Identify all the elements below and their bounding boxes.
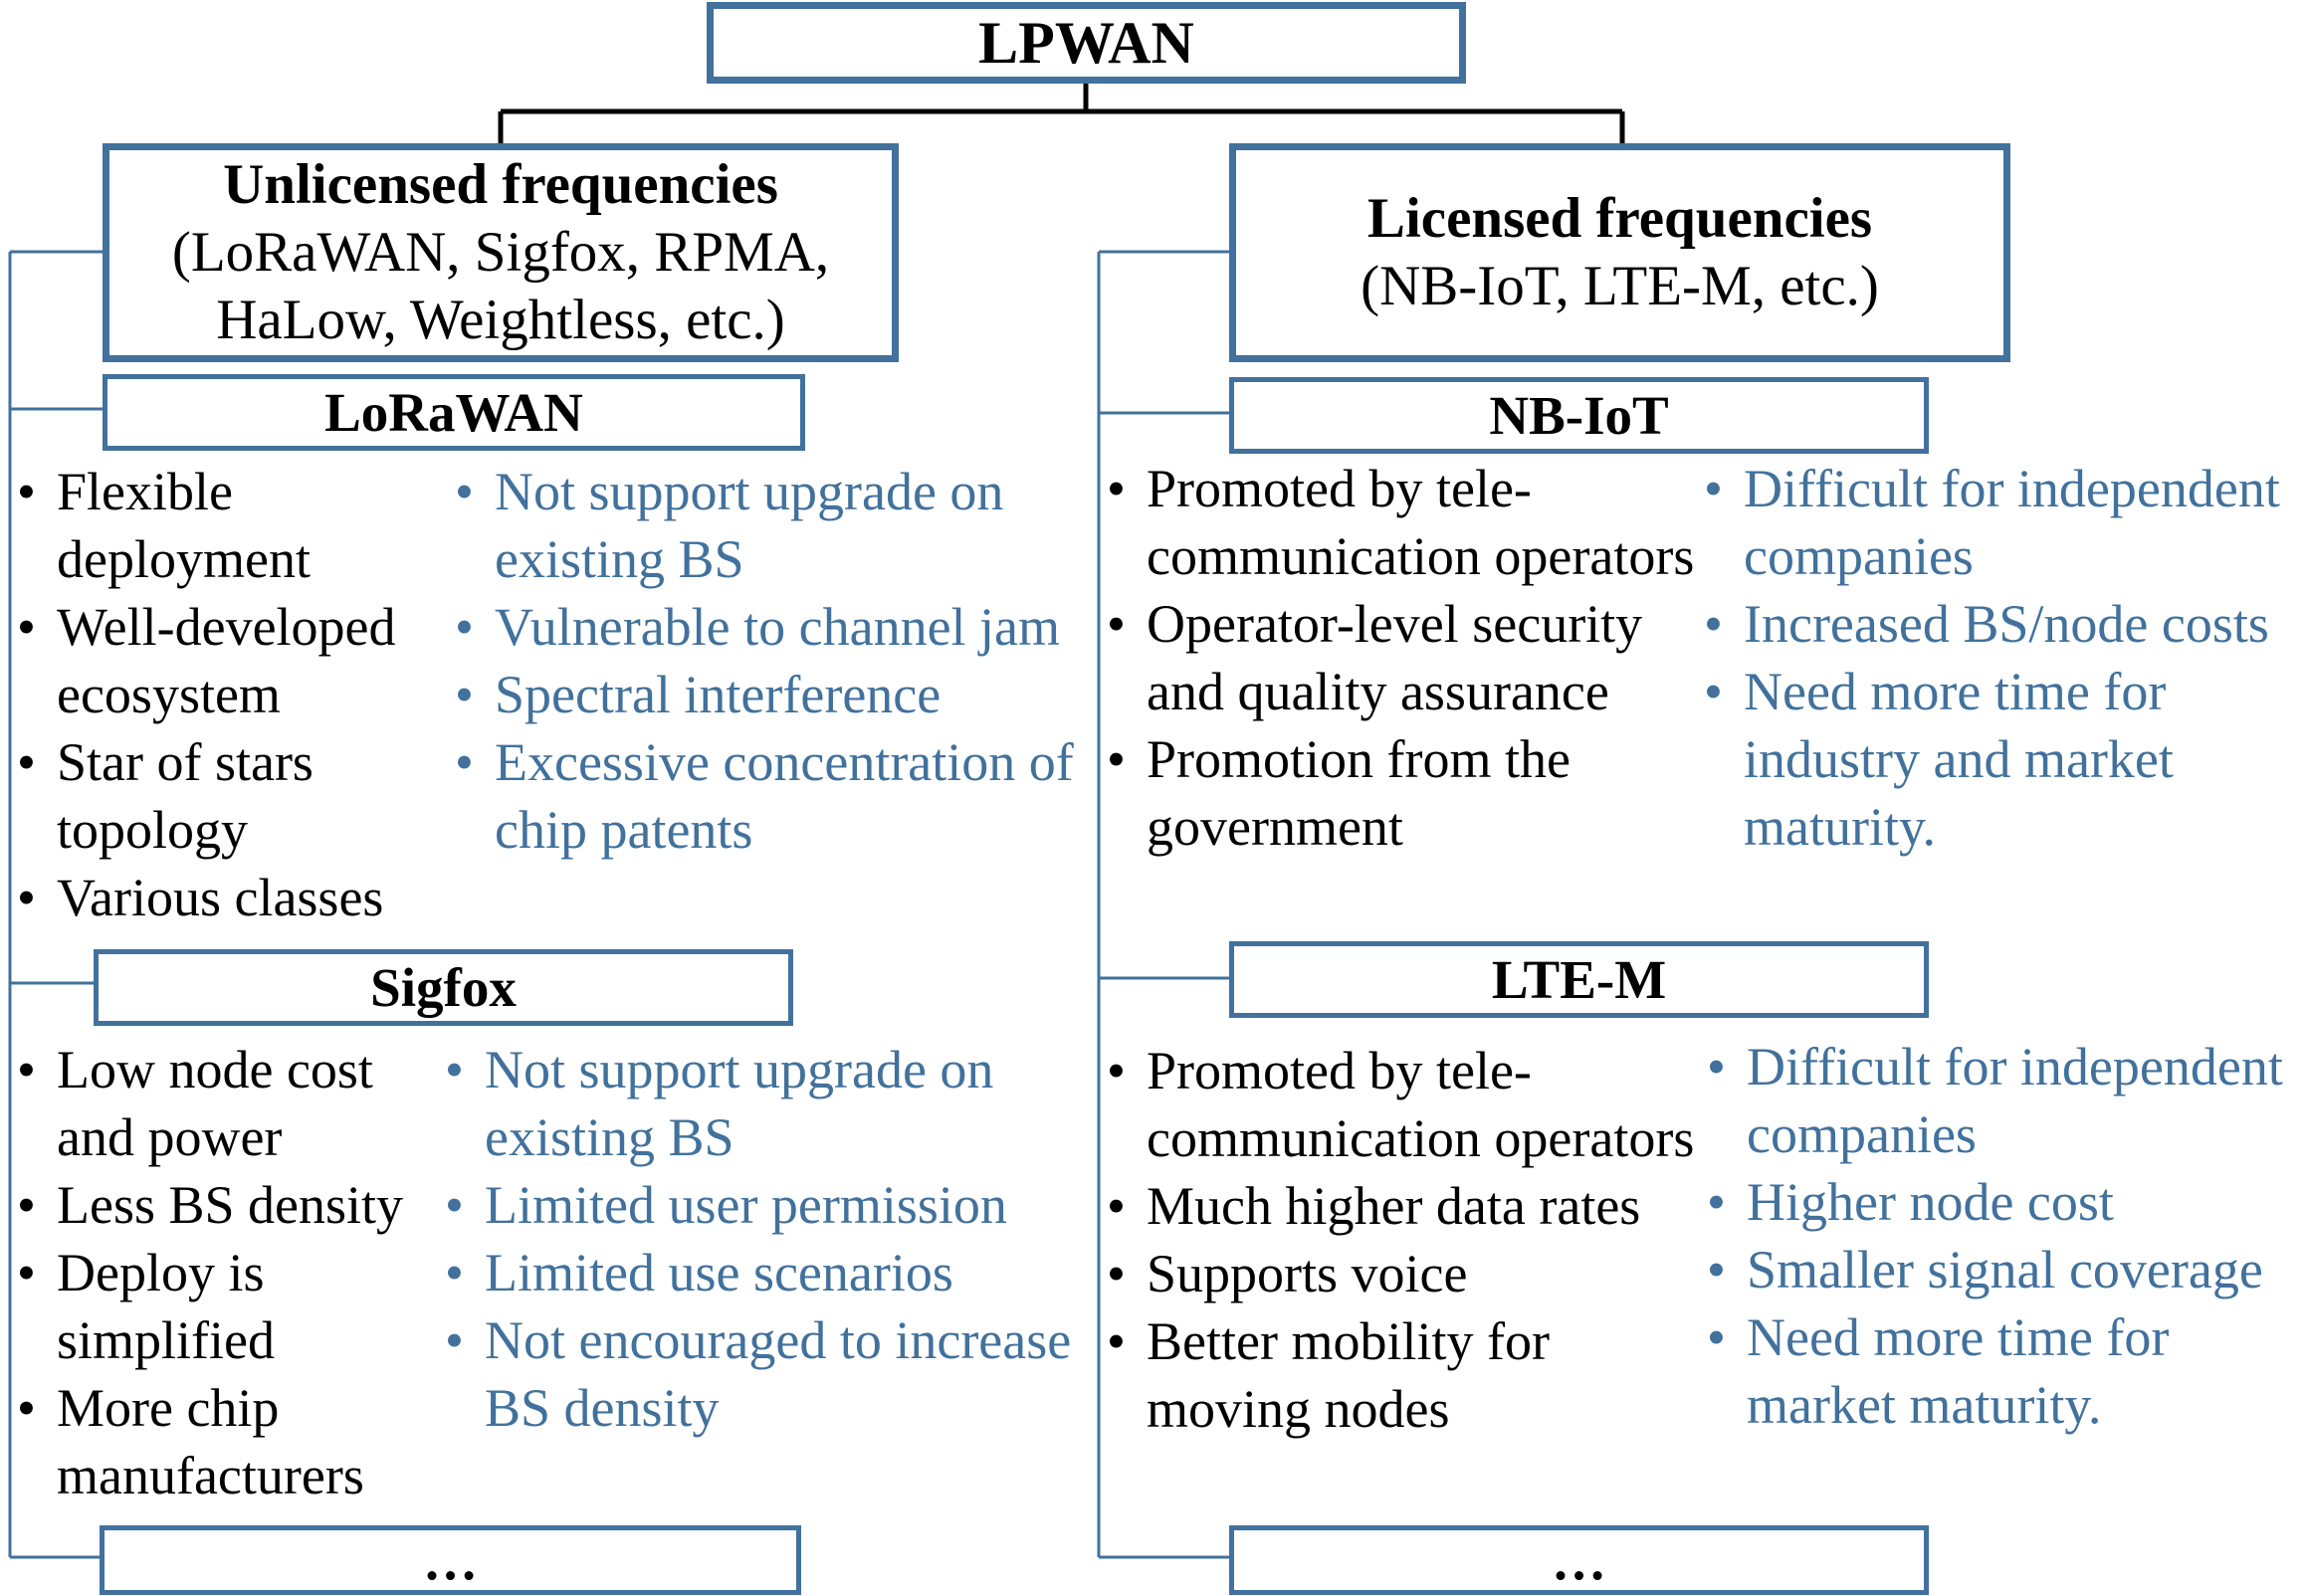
disadvantage-item: Increased BS/node costs bbox=[1702, 590, 2299, 658]
root-label: LPWAN bbox=[978, 10, 1194, 76]
sigfox-disadvantages: Not support upgrade on existing BS Limit… bbox=[443, 1036, 1080, 1442]
tech-sigfox: Sigfox bbox=[94, 949, 793, 1026]
advantage-item: Flexible deployment bbox=[15, 458, 453, 593]
ellipsis: … bbox=[423, 1529, 478, 1591]
ellipsis: … bbox=[1552, 1529, 1606, 1591]
category-examples: HaLow, Weightless, etc.) bbox=[216, 289, 785, 351]
nb-iot-advantages: Promoted by tele-communication operators… bbox=[1105, 455, 1702, 861]
disadvantage-item: Limited user permission bbox=[443, 1171, 1080, 1239]
disadvantage-item: Need more time for industry and market m… bbox=[1702, 658, 2299, 861]
tech-name: LoRaWAN bbox=[324, 382, 583, 443]
advantage-item: Less BS density bbox=[15, 1171, 453, 1239]
advantage-item: More chip manufacturers bbox=[15, 1374, 453, 1509]
tech-name: LTE-M bbox=[1491, 949, 1667, 1010]
advantage-item: Better mobility for moving nodes bbox=[1105, 1307, 1712, 1443]
disadvantage-item: Difficult for independent companies bbox=[1702, 455, 2299, 590]
disadvantage-item: Not support upgrade on existing BS bbox=[453, 458, 1090, 593]
advantage-item: Well-developed ecosystem bbox=[15, 593, 453, 728]
disadvantage-item: Not encouraged to increase BS density bbox=[443, 1306, 1080, 1442]
category-examples: (NB-IoT, LTE-M, etc.) bbox=[1361, 255, 1879, 317]
advantage-item: Promoted by tele-communication operators bbox=[1105, 455, 1702, 590]
disadvantage-item: Need more time for market maturity. bbox=[1705, 1303, 2302, 1439]
disadvantage-item: Spectral interference bbox=[453, 661, 1090, 728]
tech-lte-m: LTE-M bbox=[1229, 941, 1929, 1018]
sigfox-advantages: Low node cost and power Less BS density … bbox=[15, 1036, 453, 1509]
advantage-item: Low node cost and power bbox=[15, 1036, 453, 1171]
category-licensed: Licensed frequencies (NB-IoT, LTE-M, etc… bbox=[1229, 143, 2010, 362]
category-unlicensed: Unlicensed frequencies (LoRaWAN, Sigfox,… bbox=[103, 143, 899, 362]
disadvantage-item: Higher node cost bbox=[1705, 1168, 2302, 1236]
tech-nb-iot: NB-IoT bbox=[1229, 377, 1929, 454]
tech-more-licensed: … bbox=[1229, 1525, 1929, 1595]
advantage-item: Supports voice bbox=[1105, 1240, 1712, 1307]
advantage-item: Much higher data rates bbox=[1105, 1172, 1712, 1240]
category-title: Unlicensed frequencies bbox=[223, 153, 778, 216]
tech-lorawan: LoRaWAN bbox=[103, 374, 805, 451]
advantage-item: Star of stars topology bbox=[15, 728, 453, 864]
root-node: LPWAN bbox=[707, 2, 1466, 84]
lorawan-advantages: Flexible deployment Well-developed ecosy… bbox=[15, 458, 453, 931]
lorawan-disadvantages: Not support upgrade on existing BS Vulne… bbox=[453, 458, 1090, 864]
lte-m-advantages: Promoted by tele-communication operators… bbox=[1105, 1037, 1712, 1443]
tech-more-unlicensed: … bbox=[100, 1525, 801, 1595]
lte-m-disadvantages: Difficult for independent companies High… bbox=[1705, 1033, 2302, 1439]
disadvantage-item: Not support upgrade on existing BS bbox=[443, 1036, 1080, 1171]
advantage-item: Promotion from the government bbox=[1105, 725, 1702, 861]
advantage-item: Operator-level security and quality assu… bbox=[1105, 590, 1702, 725]
advantage-item: Deploy is simplified bbox=[15, 1239, 453, 1374]
nb-iot-disadvantages: Difficult for independent companies Incr… bbox=[1702, 455, 2299, 861]
advantage-item: Promoted by tele-communication operators bbox=[1105, 1037, 1712, 1172]
tech-name: Sigfox bbox=[370, 957, 517, 1018]
disadvantage-item: Smaller signal coverage bbox=[1705, 1236, 2302, 1303]
disadvantage-item: Limited use scenarios bbox=[443, 1239, 1080, 1306]
disadvantage-item: Vulnerable to channel jam bbox=[453, 593, 1090, 661]
category-title: Licensed frequencies bbox=[1366, 187, 1873, 250]
disadvantage-item: Difficult for independent companies bbox=[1705, 1033, 2302, 1168]
tech-name: NB-IoT bbox=[1489, 385, 1669, 446]
advantage-item: Various classes bbox=[15, 864, 453, 931]
disadvantage-item: Excessive concentration of chip patents bbox=[453, 728, 1090, 864]
category-examples: (LoRaWAN, Sigfox, RPMA, bbox=[171, 221, 830, 284]
